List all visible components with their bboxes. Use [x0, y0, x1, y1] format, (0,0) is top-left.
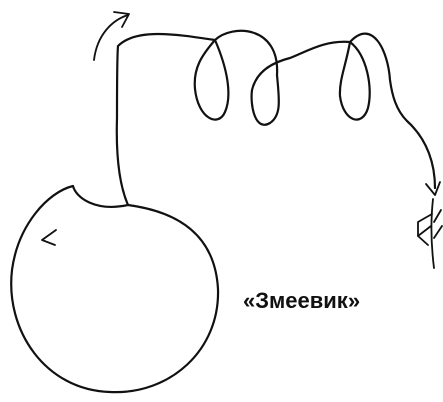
loop-arrowhead-icon [42, 230, 56, 245]
feather-icon [418, 199, 442, 268]
end-arrowhead-icon [426, 182, 440, 195]
curved-arrow-icon [94, 12, 129, 60]
diagram-caption: «Змеевик» [243, 288, 360, 314]
snake-path-line [11, 31, 435, 392]
